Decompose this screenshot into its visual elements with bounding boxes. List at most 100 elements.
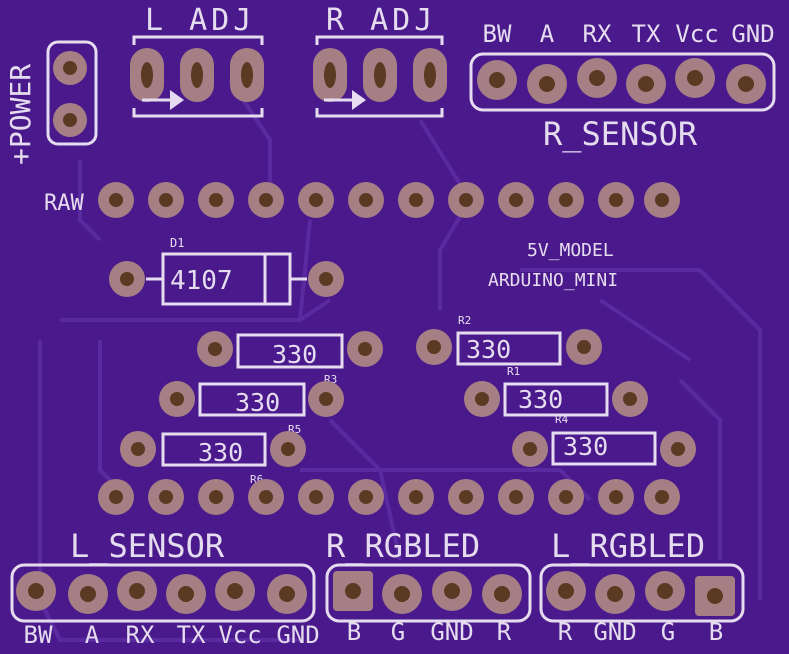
pad	[577, 58, 617, 98]
pad	[308, 261, 344, 297]
resistor-body	[236, 333, 344, 369]
r-rgbled-outline	[325, 563, 532, 623]
silk-outline	[132, 35, 264, 45]
raw-label: RAW	[44, 191, 84, 216]
power-label: +POWER	[4, 64, 37, 165]
l-rgbled-outline	[539, 563, 745, 623]
resistor-ref-label: R2	[458, 314, 471, 327]
r-rgbled-label: R_RGBLED	[326, 527, 480, 565]
r-rgbled-header: R_RGBLED B G GND R	[325, 527, 532, 646]
resistor-body	[503, 382, 609, 417]
l-rgbled-pin-label: G	[661, 618, 675, 646]
pad	[726, 64, 766, 104]
pad	[16, 571, 56, 611]
pad	[347, 331, 383, 367]
r-sensor-label: R_SENSOR	[543, 115, 698, 153]
pad	[109, 261, 145, 297]
r-sensor-outline	[469, 52, 776, 112]
pad	[398, 182, 434, 218]
l-sensor-pin-label: GND	[276, 621, 319, 649]
pad	[512, 431, 548, 467]
pad	[527, 64, 567, 104]
r-adj-trimmer: R ADJ	[313, 3, 447, 118]
resistor-r3: R3 330	[159, 373, 344, 417]
pad	[148, 479, 184, 515]
pad	[148, 182, 184, 218]
resistor-value-label: 330	[198, 438, 243, 467]
resistor-body	[551, 431, 657, 466]
pad	[598, 182, 634, 218]
pad	[197, 331, 233, 367]
pad	[68, 574, 108, 614]
resistor: 330	[197, 331, 383, 369]
pad	[398, 479, 434, 515]
pad	[595, 574, 635, 614]
pad	[548, 182, 584, 218]
resistor-value-label: 330	[235, 388, 280, 417]
pad	[448, 182, 484, 218]
pad	[626, 64, 666, 104]
pad	[660, 431, 696, 467]
silk-outline	[315, 108, 444, 118]
resistor-value-label: 330	[518, 385, 563, 414]
power-header-outline	[46, 40, 98, 146]
pad	[645, 571, 685, 611]
pad	[413, 48, 447, 102]
l-adj-label: L ADJ	[145, 3, 255, 38]
trace	[598, 298, 692, 362]
l-rgbled-label: L_RGBLED	[551, 527, 705, 565]
r-sensor-pin-label: GND	[731, 20, 774, 48]
pad	[248, 479, 284, 515]
arrow-head-icon	[170, 90, 184, 110]
l-adj-trimmer: L ADJ	[130, 3, 264, 118]
pad	[416, 329, 452, 365]
l-sensor-pin-label: BW	[24, 621, 53, 649]
l-sensor-pin-label: A	[85, 621, 100, 649]
r-rgbled-pin-label: GND	[430, 618, 473, 646]
pad	[566, 329, 602, 365]
resistor-ref-label: R4	[555, 413, 569, 426]
silk-outline	[132, 108, 264, 118]
pad	[548, 479, 584, 515]
pad	[598, 479, 634, 515]
l-sensor-header: L_SENSOR BW A RX TX Vcc GND	[10, 527, 320, 649]
pad	[215, 571, 255, 611]
pad	[267, 574, 307, 614]
r-sensor-header: BW A RX TX Vcc GND R_SENSOR	[469, 20, 776, 153]
pad	[477, 60, 517, 100]
r-rgbled-pin-label: G	[391, 618, 405, 646]
trace	[520, 268, 762, 600]
arduino-name-label: ARDUINO_MINI	[488, 270, 618, 291]
diode-body	[161, 252, 292, 306]
pad	[675, 58, 715, 98]
pad	[98, 182, 134, 218]
diode-value-label: 4107	[170, 266, 233, 296]
trace	[78, 160, 102, 242]
resistor-ref-label: R1	[507, 365, 520, 378]
resistor-r4: R4 330	[512, 413, 696, 467]
resistor-r5: R5 330	[120, 423, 306, 467]
r-adj-label: R ADJ	[326, 3, 436, 38]
pad	[482, 574, 522, 614]
pad	[298, 479, 334, 515]
pad	[348, 479, 384, 515]
r-sensor-pin-label: Vcc	[675, 20, 718, 48]
l-rgbled-pin-label: R	[558, 618, 573, 646]
diode-ref-label: D1	[170, 236, 184, 250]
resistor-body	[456, 331, 562, 366]
r-rgbled-pin-label: B	[347, 618, 361, 646]
silk-outline	[315, 35, 444, 45]
pad	[166, 574, 206, 614]
resistor-value-label: 330	[272, 340, 317, 369]
trace	[298, 219, 312, 321]
pad	[270, 431, 306, 467]
pad	[546, 571, 586, 611]
arduino-top-row: RAW 5V_MODEL ARDUINO_MINI	[44, 182, 680, 291]
pad	[348, 182, 384, 218]
resistor-r1: R1 330	[464, 365, 648, 417]
pad	[180, 48, 214, 102]
pad	[498, 479, 534, 515]
pad	[644, 479, 680, 515]
pad	[130, 48, 164, 102]
